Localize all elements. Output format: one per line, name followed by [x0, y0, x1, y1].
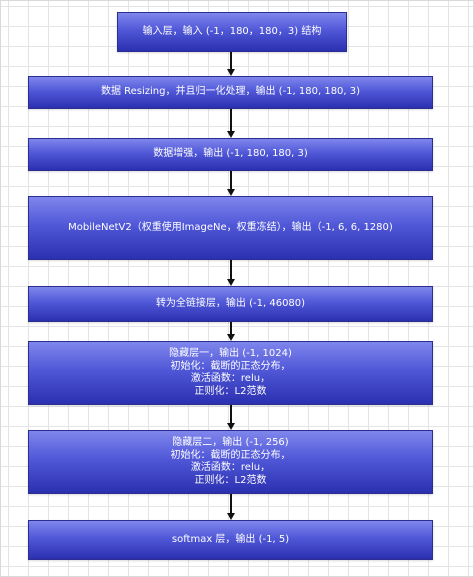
node-augmentation-label: 数据增强，输出 (-1, 180, 180, 3)	[153, 148, 308, 160]
node-hidden-layer-2-title: 隐藏层二，输出 (-1, 256)	[172, 437, 289, 448]
arrow-mobilenet-to-flatten	[226, 260, 235, 286]
node-softmax: softmax 层，输出 (-1, 5)	[28, 520, 433, 560]
node-resizing-label: 数据 Resizing，并且归一化处理，输出 (-1, 180, 180, 3)	[100, 86, 361, 98]
node-input-layer: 输入层，输入 (-1，180，180，3) 结构	[117, 12, 347, 52]
node-hidden-layer-2: 隐藏层二，输出 (-1, 256) 初始化：截断的正态分布， 激活函数：relu…	[28, 430, 433, 494]
node-hidden-layer-2-init: 初始化：截断的正态分布，	[170, 449, 291, 461]
node-hidden-layer-2-activation: 激活函数：relu，	[190, 462, 271, 473]
node-flatten: 转为全链接层，输出 (-1, 46080)	[28, 286, 433, 322]
node-mobilenet-label: MobileNetV2（权重使用ImageNe，权重冻结），输出（-1, 6, …	[68, 221, 393, 233]
node-hidden-layer-1-title: 隐藏层一，输出 (-1, 1024)	[169, 348, 292, 359]
node-hidden-layer-2-regularizer: 正则化：L2范数	[194, 474, 267, 486]
node-hidden-layer-1-init: 初始化：截断的正态分布，	[170, 360, 291, 372]
arrow-augmentation-to-mobilenet	[226, 171, 235, 196]
node-resizing: 数据 Resizing，并且归一化处理，输出 (-1, 180, 180, 3)	[28, 76, 433, 109]
node-hidden-layer-1-regularizer: 正则化：L2范数	[194, 385, 267, 397]
node-flatten-label: 转为全链接层，输出 (-1, 46080)	[155, 297, 306, 309]
arrow-hidden2-to-softmax	[226, 494, 235, 520]
node-softmax-label: softmax 层，输出 (-1, 5)	[171, 533, 290, 545]
arrow-input-to-resizing	[226, 52, 235, 76]
node-hidden-layer-1: 隐藏层一，输出 (-1, 1024) 初始化：截断的正态分布， 激活函数：rel…	[28, 341, 433, 405]
node-hidden-layer-1-activation: 激活函数：relu，	[190, 373, 271, 384]
node-augmentation: 数据增强，输出 (-1, 180, 180, 3)	[28, 138, 433, 171]
arrow-resizing-to-augmentation	[226, 109, 235, 138]
node-input-layer-label: 输入层，输入 (-1，180，180，3) 结构	[142, 25, 322, 37]
arrow-hidden1-to-hidden2	[226, 405, 235, 430]
arrow-flatten-to-hidden1	[226, 322, 235, 341]
node-mobilenet: MobileNetV2（权重使用ImageNe，权重冻结），输出（-1, 6, …	[28, 196, 433, 260]
